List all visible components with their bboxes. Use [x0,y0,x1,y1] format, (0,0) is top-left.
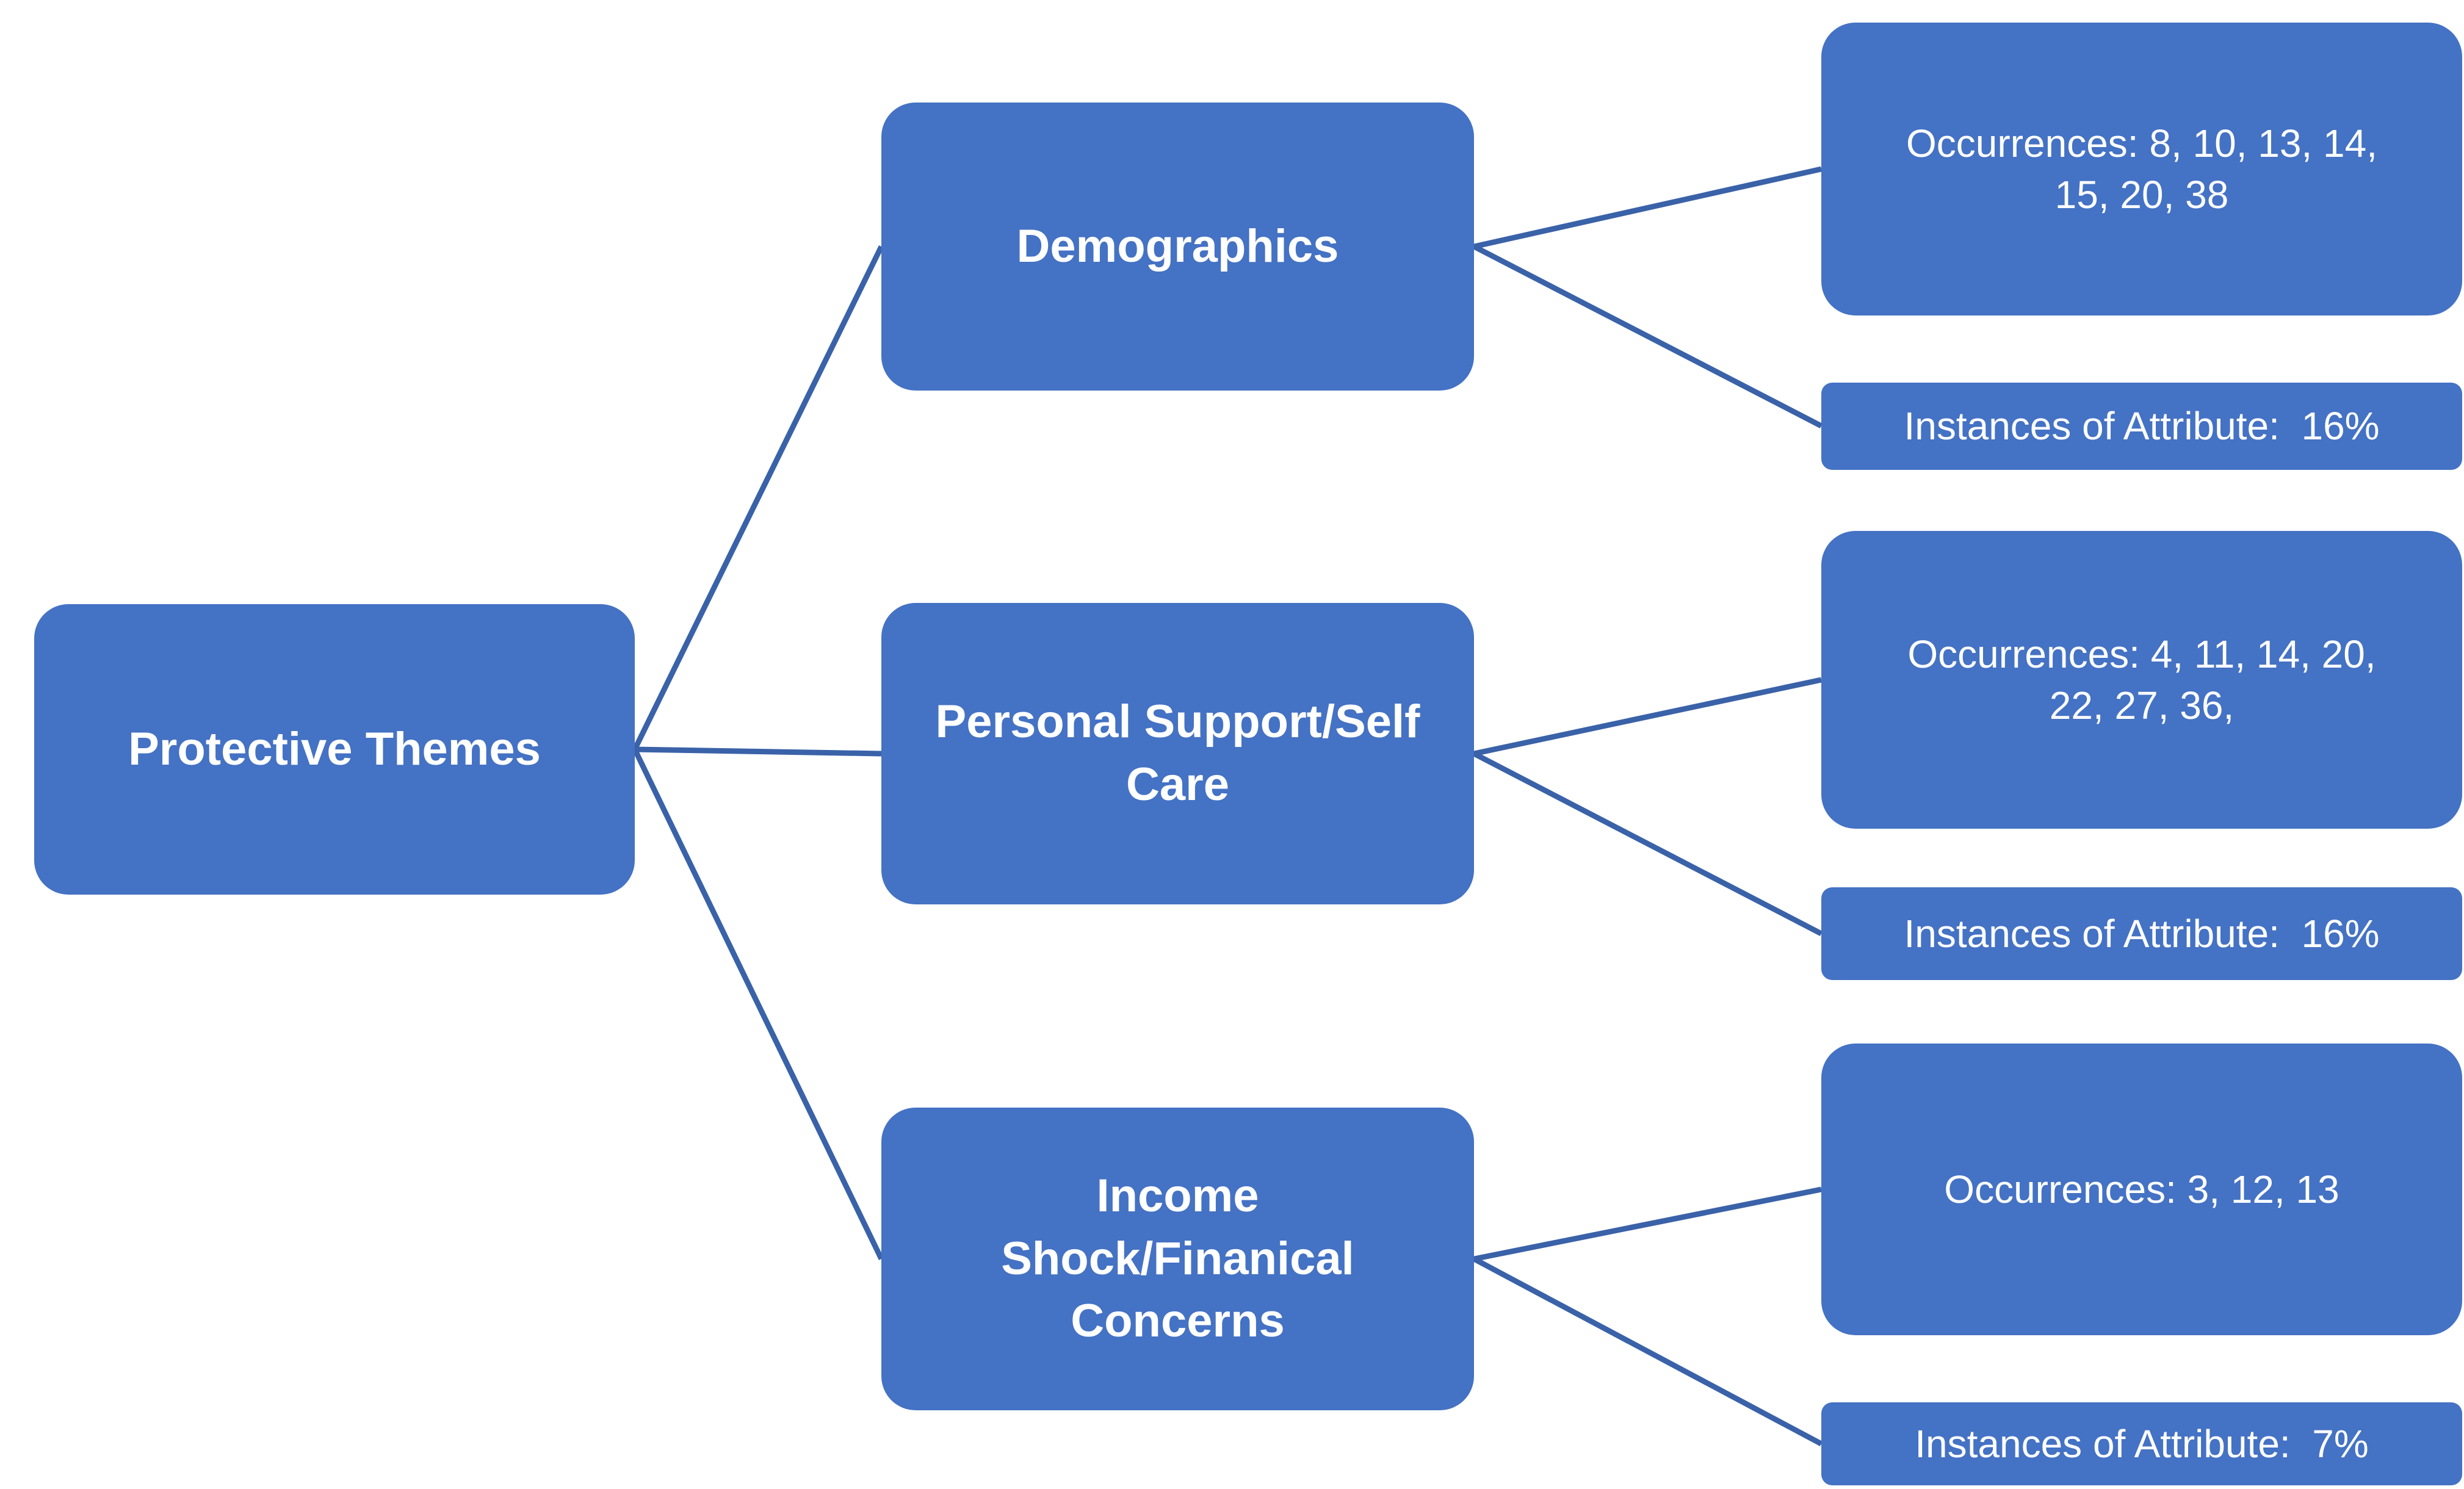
connector-personal-support-occurrences [1473,677,1822,757]
connector-root-personal-support [634,746,882,757]
connector-personal-support-instances [1472,751,1823,936]
instances-text: Instances of Attribute: 16% [1904,404,2380,449]
connector-demographics-occurrences [1473,166,1822,250]
connector-income-shock-occurrences [1473,1186,1822,1262]
node-income-shock-financial-concerns: Income Shock/Finanical Concerns [881,1108,1474,1410]
connector-demographics-instances [1472,244,1823,428]
node-income-shock-occurrences: Occurrences: 3, 12, 13 [1821,1044,2462,1335]
instances-text: Instances of Attribute: 16% [1904,911,2380,956]
node-personal-support-label: Personal Support/Self Care [935,696,1420,810]
occurrences-text: Occurrences: 3, 12, 13 [1944,1167,2339,1211]
node-personal-support-occurrences: Occurrences: 4, 11, 14, 20, 22, 27, 36, [1821,531,2462,829]
node-demographics-occurrences: Occurrences: 8, 10, 13, 14, 15, 20, 38 [1821,23,2462,315]
node-root-label: Protective Themes [128,723,541,775]
node-demographics-label: Demographics [1016,220,1339,272]
node-income-shock-label: Income Shock/Finanical Concerns [1001,1170,1354,1347]
occurrences-text: Occurrences: 8, 10, 13, 14, 15, 20, 38 [1906,121,2377,217]
node-demographics: Demographics [881,103,1474,391]
occurrences-text: Occurrences: 4, 11, 14, 20, 22, 27, 36, [1907,632,2376,727]
node-income-shock-instances: Instances of Attribute: 7% [1821,1402,2462,1485]
node-personal-support-self-care: Personal Support/Self Care [881,603,1474,904]
connector-income-shock-instances [1472,1256,1823,1446]
instances-text: Instances of Attribute: 7% [1915,1421,2369,1466]
connector-root-income-shock [632,748,884,1260]
node-demographics-instances: Instances of Attribute: 16% [1821,383,2462,470]
node-personal-support-instances: Instances of Attribute: 16% [1821,887,2462,980]
connector-root-demographics [632,245,884,751]
node-root: Protective Themes [34,604,635,895]
